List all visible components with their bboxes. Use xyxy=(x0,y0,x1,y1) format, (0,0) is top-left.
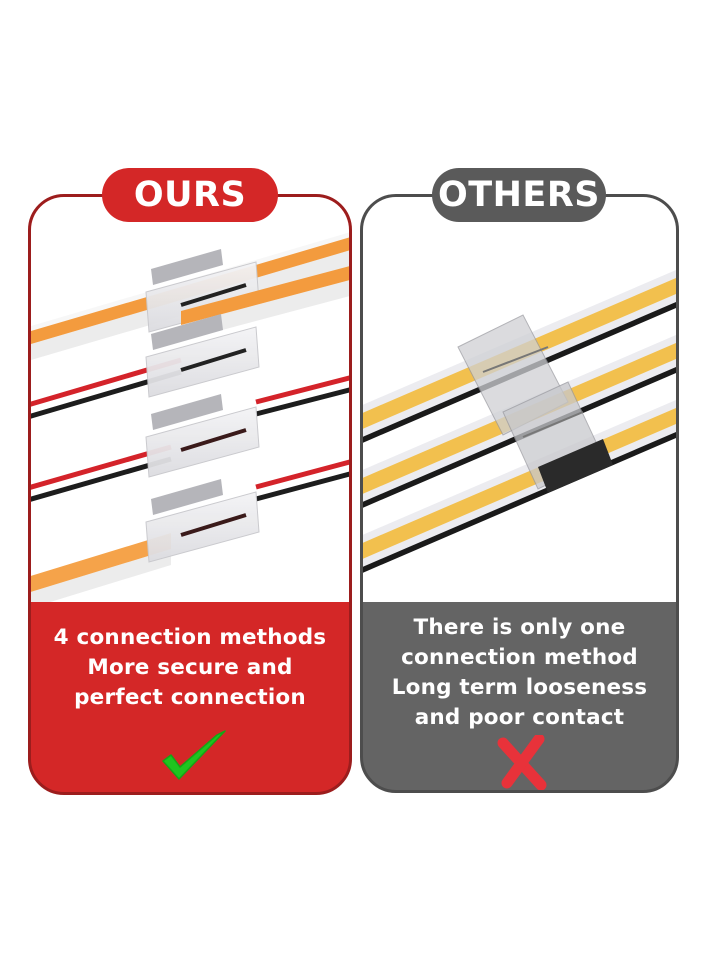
others-caption-line-3: Long term looseness xyxy=(391,675,648,700)
ours-connectors-illustration xyxy=(31,232,349,602)
others-caption-line-4: and poor contact xyxy=(414,705,625,730)
ours-caption-line-1: 4 connection methods xyxy=(53,625,327,650)
others-connectors-illustration xyxy=(363,270,676,573)
others-caption-line-2: connection method xyxy=(401,645,638,670)
others-caption: There is only one connection method Long… xyxy=(363,613,676,733)
ours-caption: 4 connection methods More secure and per… xyxy=(31,623,349,713)
ours-caption-line-2: More secure and xyxy=(87,655,293,680)
others-label: OTHERS xyxy=(432,168,606,222)
check-icon xyxy=(162,730,226,780)
others-product-image xyxy=(363,197,676,602)
ours-caption-line-3: perfect connection xyxy=(74,685,306,710)
ours-label: OURS xyxy=(102,168,278,222)
others-panel: There is only one connection method Long… xyxy=(360,194,679,793)
others-caption-line-1: There is only one xyxy=(413,615,626,640)
ours-product-image xyxy=(31,197,349,602)
cross-icon xyxy=(497,735,547,790)
ours-panel: 4 connection methods More secure and per… xyxy=(28,194,352,795)
